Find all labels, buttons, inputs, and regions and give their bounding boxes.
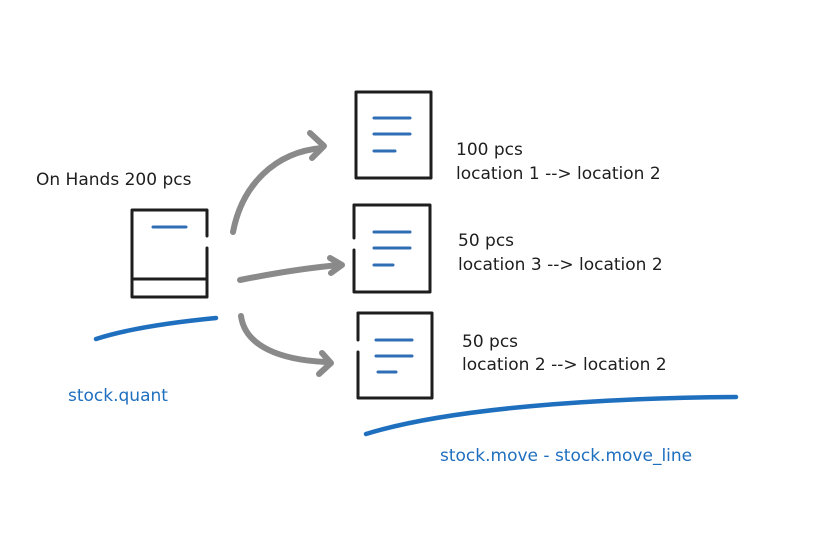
quant-document-icon <box>130 208 209 299</box>
move-2-qty: 50 pcs <box>458 231 515 251</box>
arrow-to-move-2 <box>237 255 345 283</box>
move-document-icon-1 <box>354 90 433 180</box>
move-1-qty: 100 pcs <box>456 140 523 160</box>
stock-move-label: stock.move - stock.move_line <box>440 446 693 466</box>
stock-quant-label: stock.quant <box>68 386 168 406</box>
arrow-to-move-3 <box>238 313 334 377</box>
move-document-icon-3 <box>356 311 434 400</box>
move-2-route: location 3 --> location 2 <box>458 255 663 275</box>
on-hand-label: On Hands 200 pcs <box>36 170 192 190</box>
move-1-route: location 1 --> location 2 <box>456 164 661 184</box>
move-underline <box>363 394 739 437</box>
move-3-route: location 2 --> location 2 <box>462 355 667 375</box>
move-3-qty: 50 pcs <box>462 332 519 352</box>
quant-underline <box>93 315 219 342</box>
move-document-icon-2 <box>352 203 432 294</box>
arrow-to-move-1 <box>230 130 327 235</box>
